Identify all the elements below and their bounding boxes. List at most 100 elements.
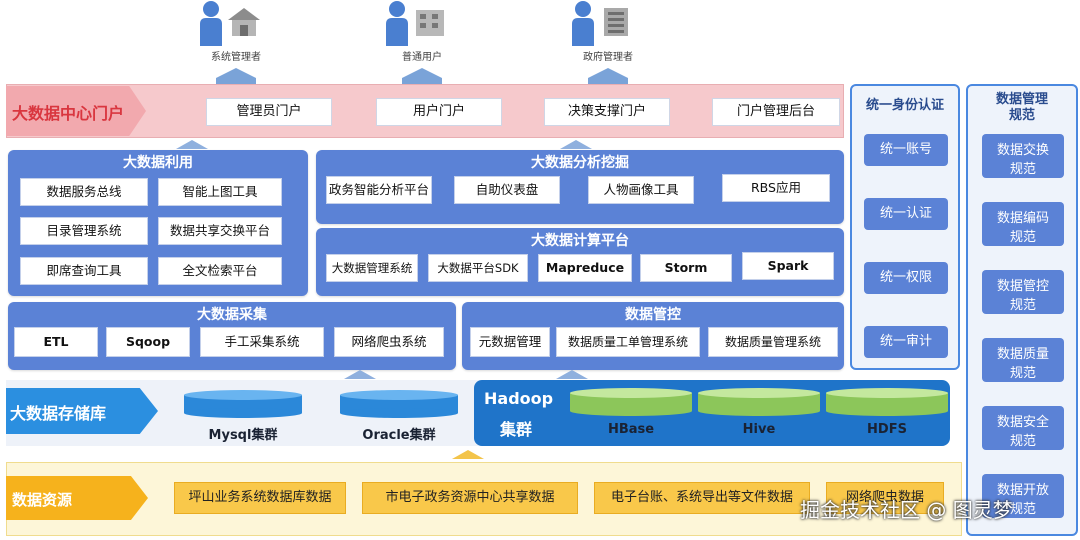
collection-item[interactable]: 网络爬虫系统: [334, 327, 444, 357]
collection-title: 大数据采集: [197, 307, 267, 323]
house-icon: [228, 8, 260, 36]
hdfs-label: HDFS: [867, 422, 907, 437]
data-mgmt-item[interactable]: 数据交换 规范: [982, 134, 1064, 178]
user-normal: 普通用户: [362, 0, 482, 64]
item-line1: 数据质量: [996, 347, 1049, 362]
compute-item[interactable]: Storm: [640, 254, 732, 282]
up-arrow-icon: [588, 68, 628, 78]
source-title: 数据资源: [12, 491, 73, 509]
collection-item[interactable]: Sqoop: [106, 327, 190, 357]
user-system-admin: 系统管理者: [176, 0, 296, 64]
hive-cylinder-icon: [698, 388, 820, 416]
compute-item[interactable]: 大数据管理系统: [326, 254, 418, 282]
data-mgmt-item[interactable]: 数据管控 规范: [982, 270, 1064, 314]
hbase-label: HBase: [607, 422, 655, 437]
item-line1: 数据安全: [996, 415, 1049, 430]
util-item[interactable]: 数据共享交换平台: [158, 217, 282, 245]
identity-item[interactable]: 统一审计: [864, 326, 948, 358]
item-line1: 数据管控: [996, 279, 1049, 294]
item-line2: 规范: [1009, 434, 1036, 449]
user-label: 政府管理者: [583, 52, 633, 63]
item-line2: 规范: [1009, 162, 1036, 177]
identity-item[interactable]: 统一认证: [864, 198, 948, 230]
util-item[interactable]: 全文检索平台: [158, 257, 282, 285]
mysql-label: Mysql集群: [208, 428, 278, 443]
governance-title: 数据管控: [625, 307, 681, 323]
normal-user-icon: [386, 1, 408, 46]
item-line2: 规范: [1009, 366, 1036, 381]
hbase-cylinder-icon: [570, 388, 692, 416]
compute-item[interactable]: Spark: [742, 252, 834, 280]
util-item[interactable]: 目录管理系统: [20, 217, 148, 245]
source-tag: [6, 476, 148, 520]
storage-title: 大数据存储库: [10, 404, 107, 423]
utilization-title: 大数据利用: [123, 155, 193, 171]
arrow-stem: [216, 78, 256, 84]
gov-user-icon: [572, 1, 594, 46]
portal-title: 大数据中心门户: [12, 104, 125, 123]
portal-user[interactable]: 用户门户: [376, 98, 502, 126]
user-label: 普通用户: [402, 52, 442, 63]
util-item[interactable]: 智能上图工具: [158, 178, 282, 206]
up-arrow-icon: [402, 68, 442, 78]
admin-user-icon: [200, 1, 222, 46]
arrow-stem: [402, 78, 442, 84]
util-item[interactable]: 数据服务总线: [20, 178, 148, 206]
arrow-stem: [588, 78, 628, 84]
collection-item[interactable]: 手工采集系统: [200, 327, 324, 357]
hadoop-title: Hadoop: [484, 389, 554, 408]
data-mgmt-item[interactable]: 数据编码 规范: [982, 202, 1064, 246]
data-mgmt-item[interactable]: 数据开放 规范: [982, 474, 1064, 518]
oracle-cylinder-icon: [340, 390, 458, 418]
collection-item[interactable]: ETL: [14, 327, 98, 357]
item-line1: 数据编码: [996, 211, 1049, 226]
up-arrow-icon: [216, 68, 256, 78]
portal-backend[interactable]: 门户管理后台: [712, 98, 840, 126]
user-gov-admin: 政府管理者: [548, 0, 668, 64]
portal-decision[interactable]: 决策支撑门户: [544, 98, 670, 126]
source-item[interactable]: 坪山业务系统数据库数据: [174, 482, 346, 514]
oracle-label: Oracle集群: [362, 428, 436, 443]
mysql-cylinder-icon: [184, 390, 302, 418]
analysis-title: 大数据分析挖掘: [531, 155, 629, 171]
data-mgmt-title-2: 规范: [1008, 108, 1035, 123]
util-item[interactable]: 即席查询工具: [20, 257, 148, 285]
source-item[interactable]: 市电子政务资源中心共享数据: [362, 482, 578, 514]
compute-item[interactable]: 大数据平台SDK: [428, 254, 528, 282]
analysis-item[interactable]: RBS应用: [722, 174, 830, 202]
analysis-item[interactable]: 自助仪表盘: [454, 176, 560, 204]
portal-admin[interactable]: 管理员门户: [206, 98, 332, 126]
item-line2: 规范: [1009, 298, 1036, 313]
building-icon: [416, 10, 444, 36]
watermark: 掘金技术社区 @ 图灵梦: [800, 498, 1013, 522]
source-item[interactable]: 网络爬虫数据: [826, 482, 944, 514]
analysis-item[interactable]: 政务智能分析平台: [326, 176, 432, 204]
item-line1: 数据交换: [996, 143, 1049, 158]
hive-label: Hive: [742, 422, 776, 437]
up-arrow-icon: [452, 450, 484, 459]
source-item[interactable]: 电子台账、系统导出等文件数据: [594, 482, 810, 514]
data-mgmt-item[interactable]: 数据质量 规范: [982, 338, 1064, 382]
data-mgmt-item[interactable]: 数据安全 规范: [982, 406, 1064, 450]
analysis-item[interactable]: 人物画像工具: [588, 176, 694, 204]
governance-item[interactable]: 数据质量管理系统: [708, 327, 838, 357]
compute-title: 大数据计算平台: [531, 233, 629, 249]
governance-item[interactable]: 元数据管理: [470, 327, 550, 357]
storage-tag: [6, 388, 158, 434]
identity-item[interactable]: 统一权限: [864, 262, 948, 294]
item-line2: 规范: [1009, 502, 1036, 517]
up-arrow-icon: [176, 140, 208, 149]
user-label: 系统管理者: [211, 52, 261, 63]
governance-item[interactable]: 数据质量工单管理系统: [556, 327, 700, 357]
hdfs-cylinder-icon: [826, 388, 948, 416]
up-arrow-icon: [560, 140, 592, 149]
identity-item[interactable]: 统一账号: [864, 134, 948, 166]
identity-title: 统一身份认证: [865, 98, 944, 113]
up-arrow-icon: [344, 370, 376, 379]
office-building-icon: [604, 8, 628, 36]
item-line1: 数据开放: [996, 483, 1049, 498]
portal-tag: [6, 86, 146, 136]
compute-item[interactable]: Mapreduce: [538, 254, 632, 282]
item-line2: 规范: [1009, 230, 1036, 245]
data-mgmt-title-1: 数据管理: [995, 92, 1048, 107]
